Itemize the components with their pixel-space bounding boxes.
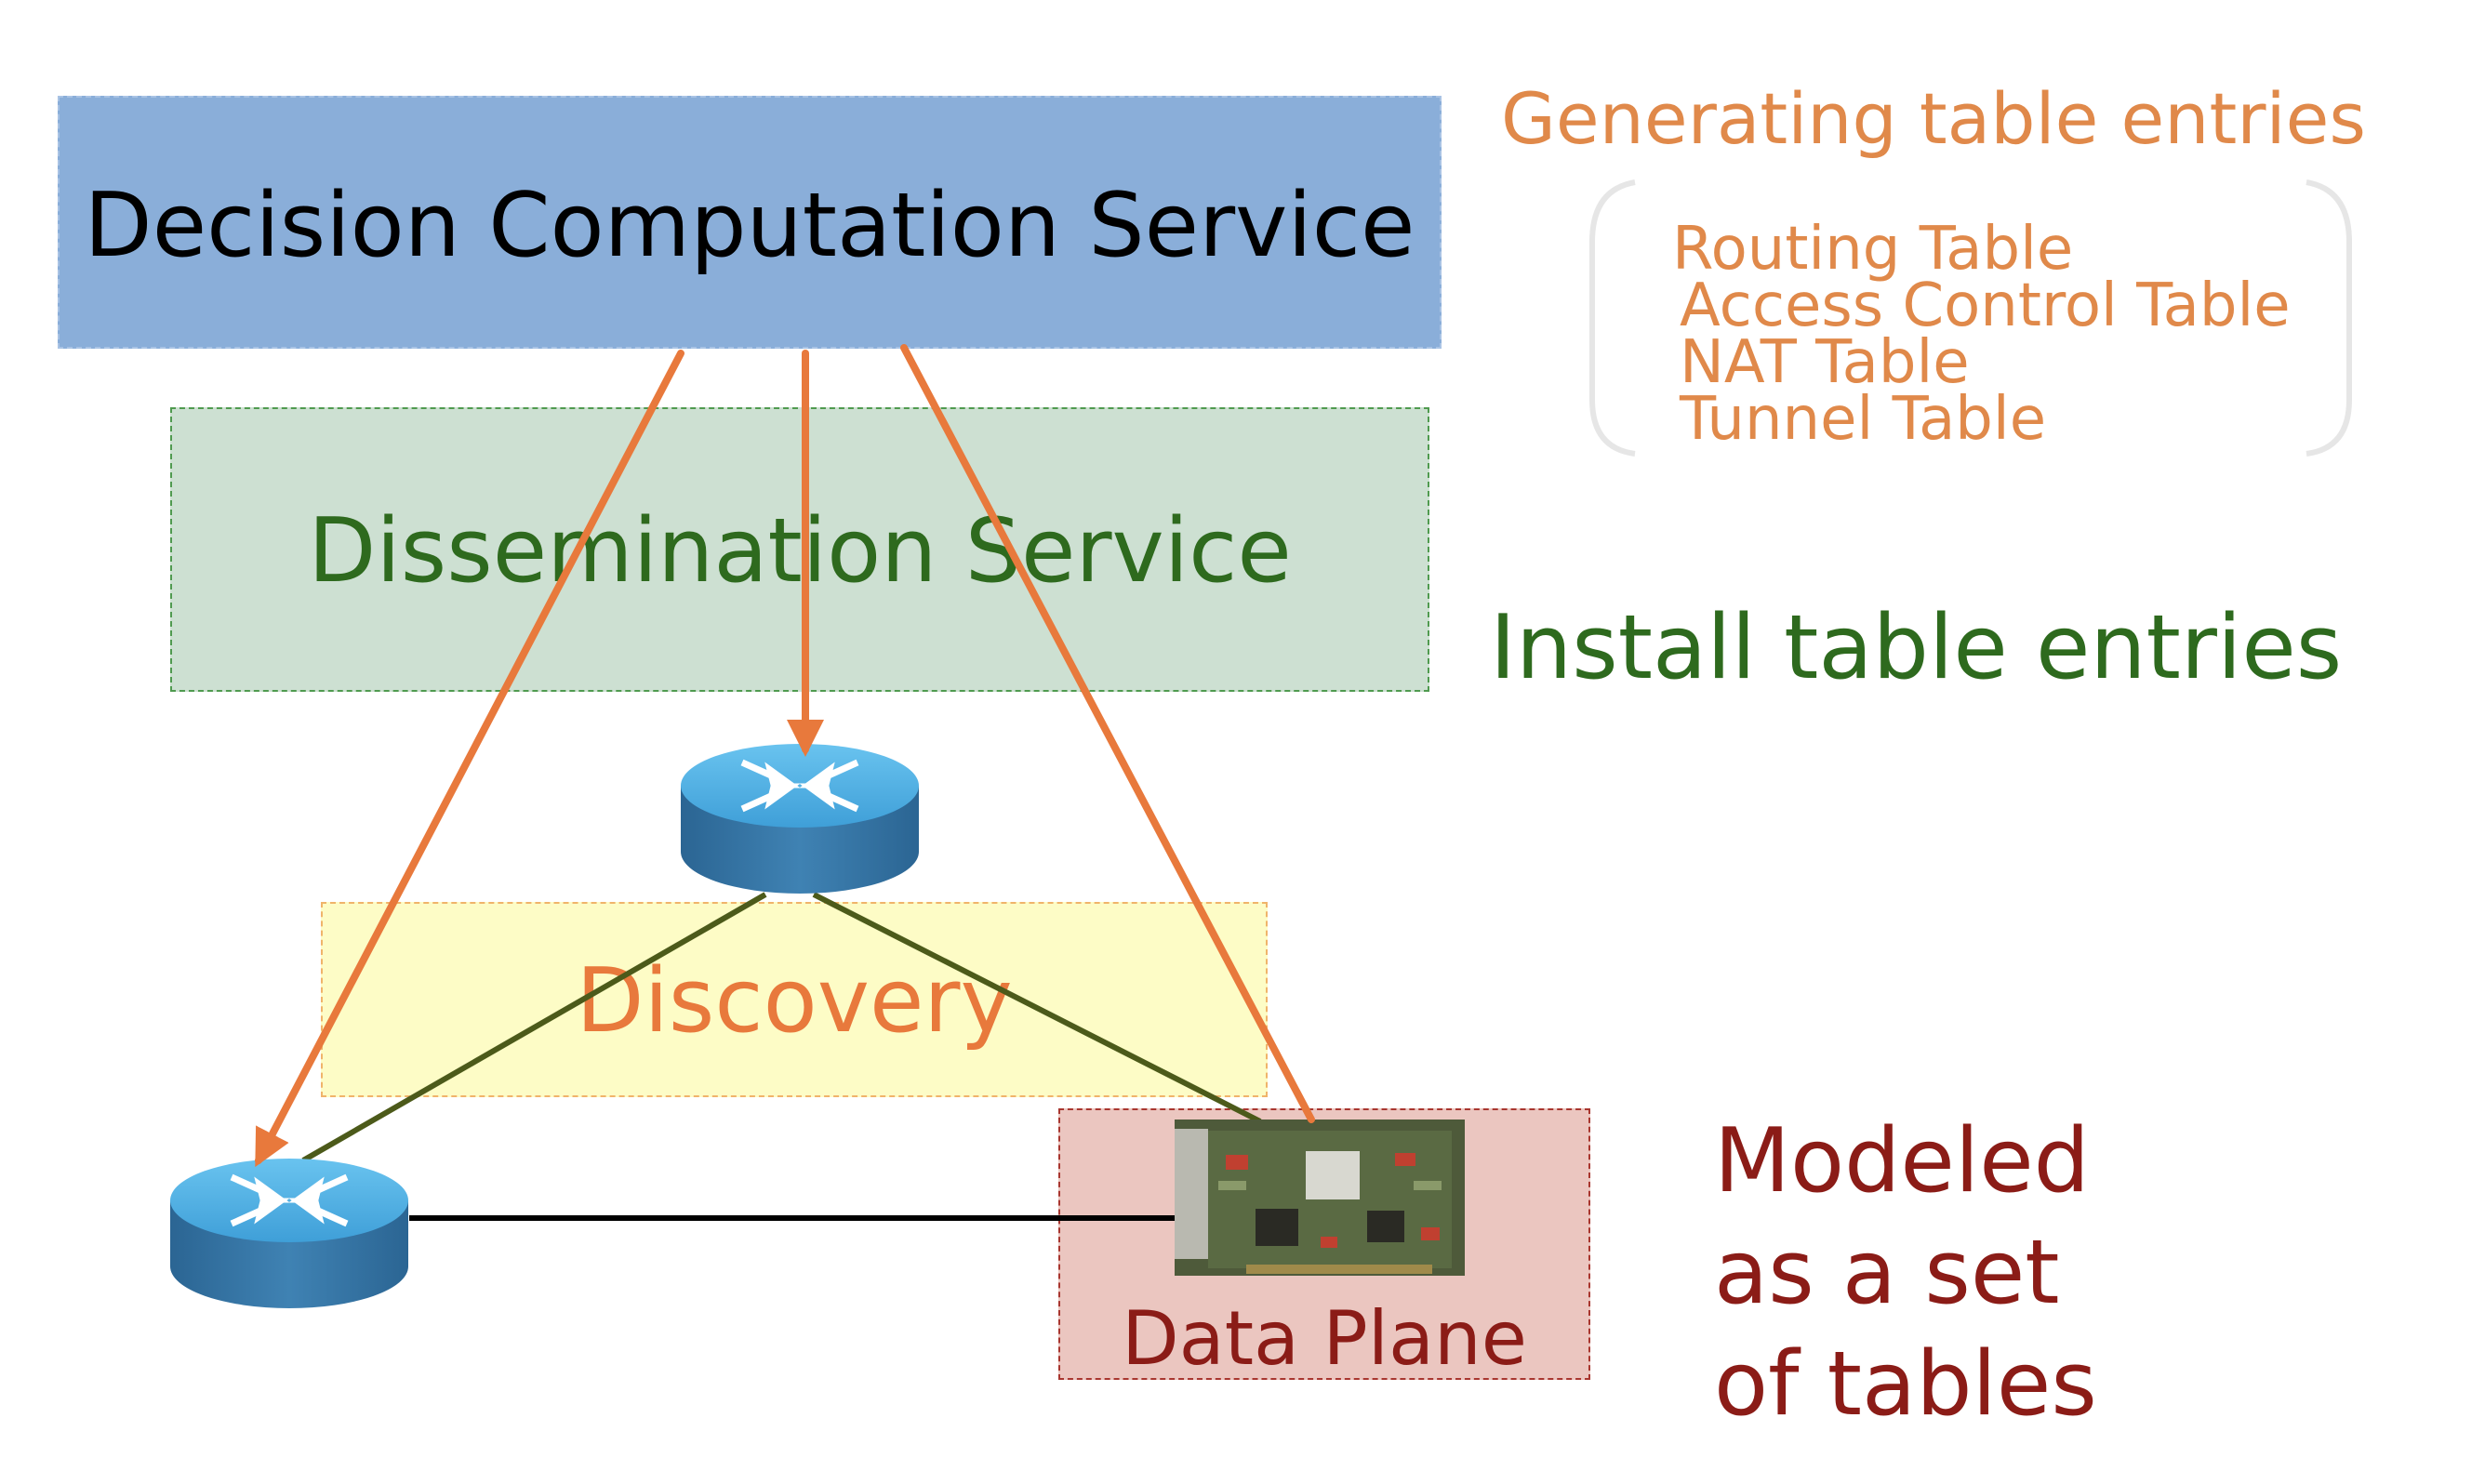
arrow-to-left-router [255,350,684,1168]
access-control-table-label: Access Control Table [1680,272,2291,340]
modeled-line-1: Modeled [1714,1110,2090,1212]
dissemination-label: Dissemination Service [308,500,1292,603]
bracket-left [1589,179,1636,457]
tunnel-table-label: Tunnel Table [1680,385,2047,454]
modeled-line-2: as a set [1714,1222,2060,1324]
routing-table-label: Routing Table [1672,215,2074,284]
generating-table-entries-label: Generating table entries [1501,77,2366,160]
nat-table-label: NAT Table [1680,328,1970,397]
arrow-to-data-plane [900,344,1315,1123]
link-top-card [812,892,1262,1124]
bracket-right [2306,179,2352,457]
modeled-line-3: of tables [1714,1333,2097,1436]
discovery-box [321,902,1268,1097]
decision-computation-box [58,96,1442,349]
decision-computation-label: Decision Computation Service [84,175,1415,277]
dissemination-box [170,407,1429,692]
router-icon [681,744,919,894]
discovery-label: Discovery [576,950,1013,1053]
install-table-entries-label: Install table entries [1490,597,2343,699]
link-top-left [301,892,767,1163]
router-icon [170,1159,408,1308]
network-card-icon [1175,1120,1465,1276]
data-plane-label: Data Plane [1122,1295,1527,1382]
